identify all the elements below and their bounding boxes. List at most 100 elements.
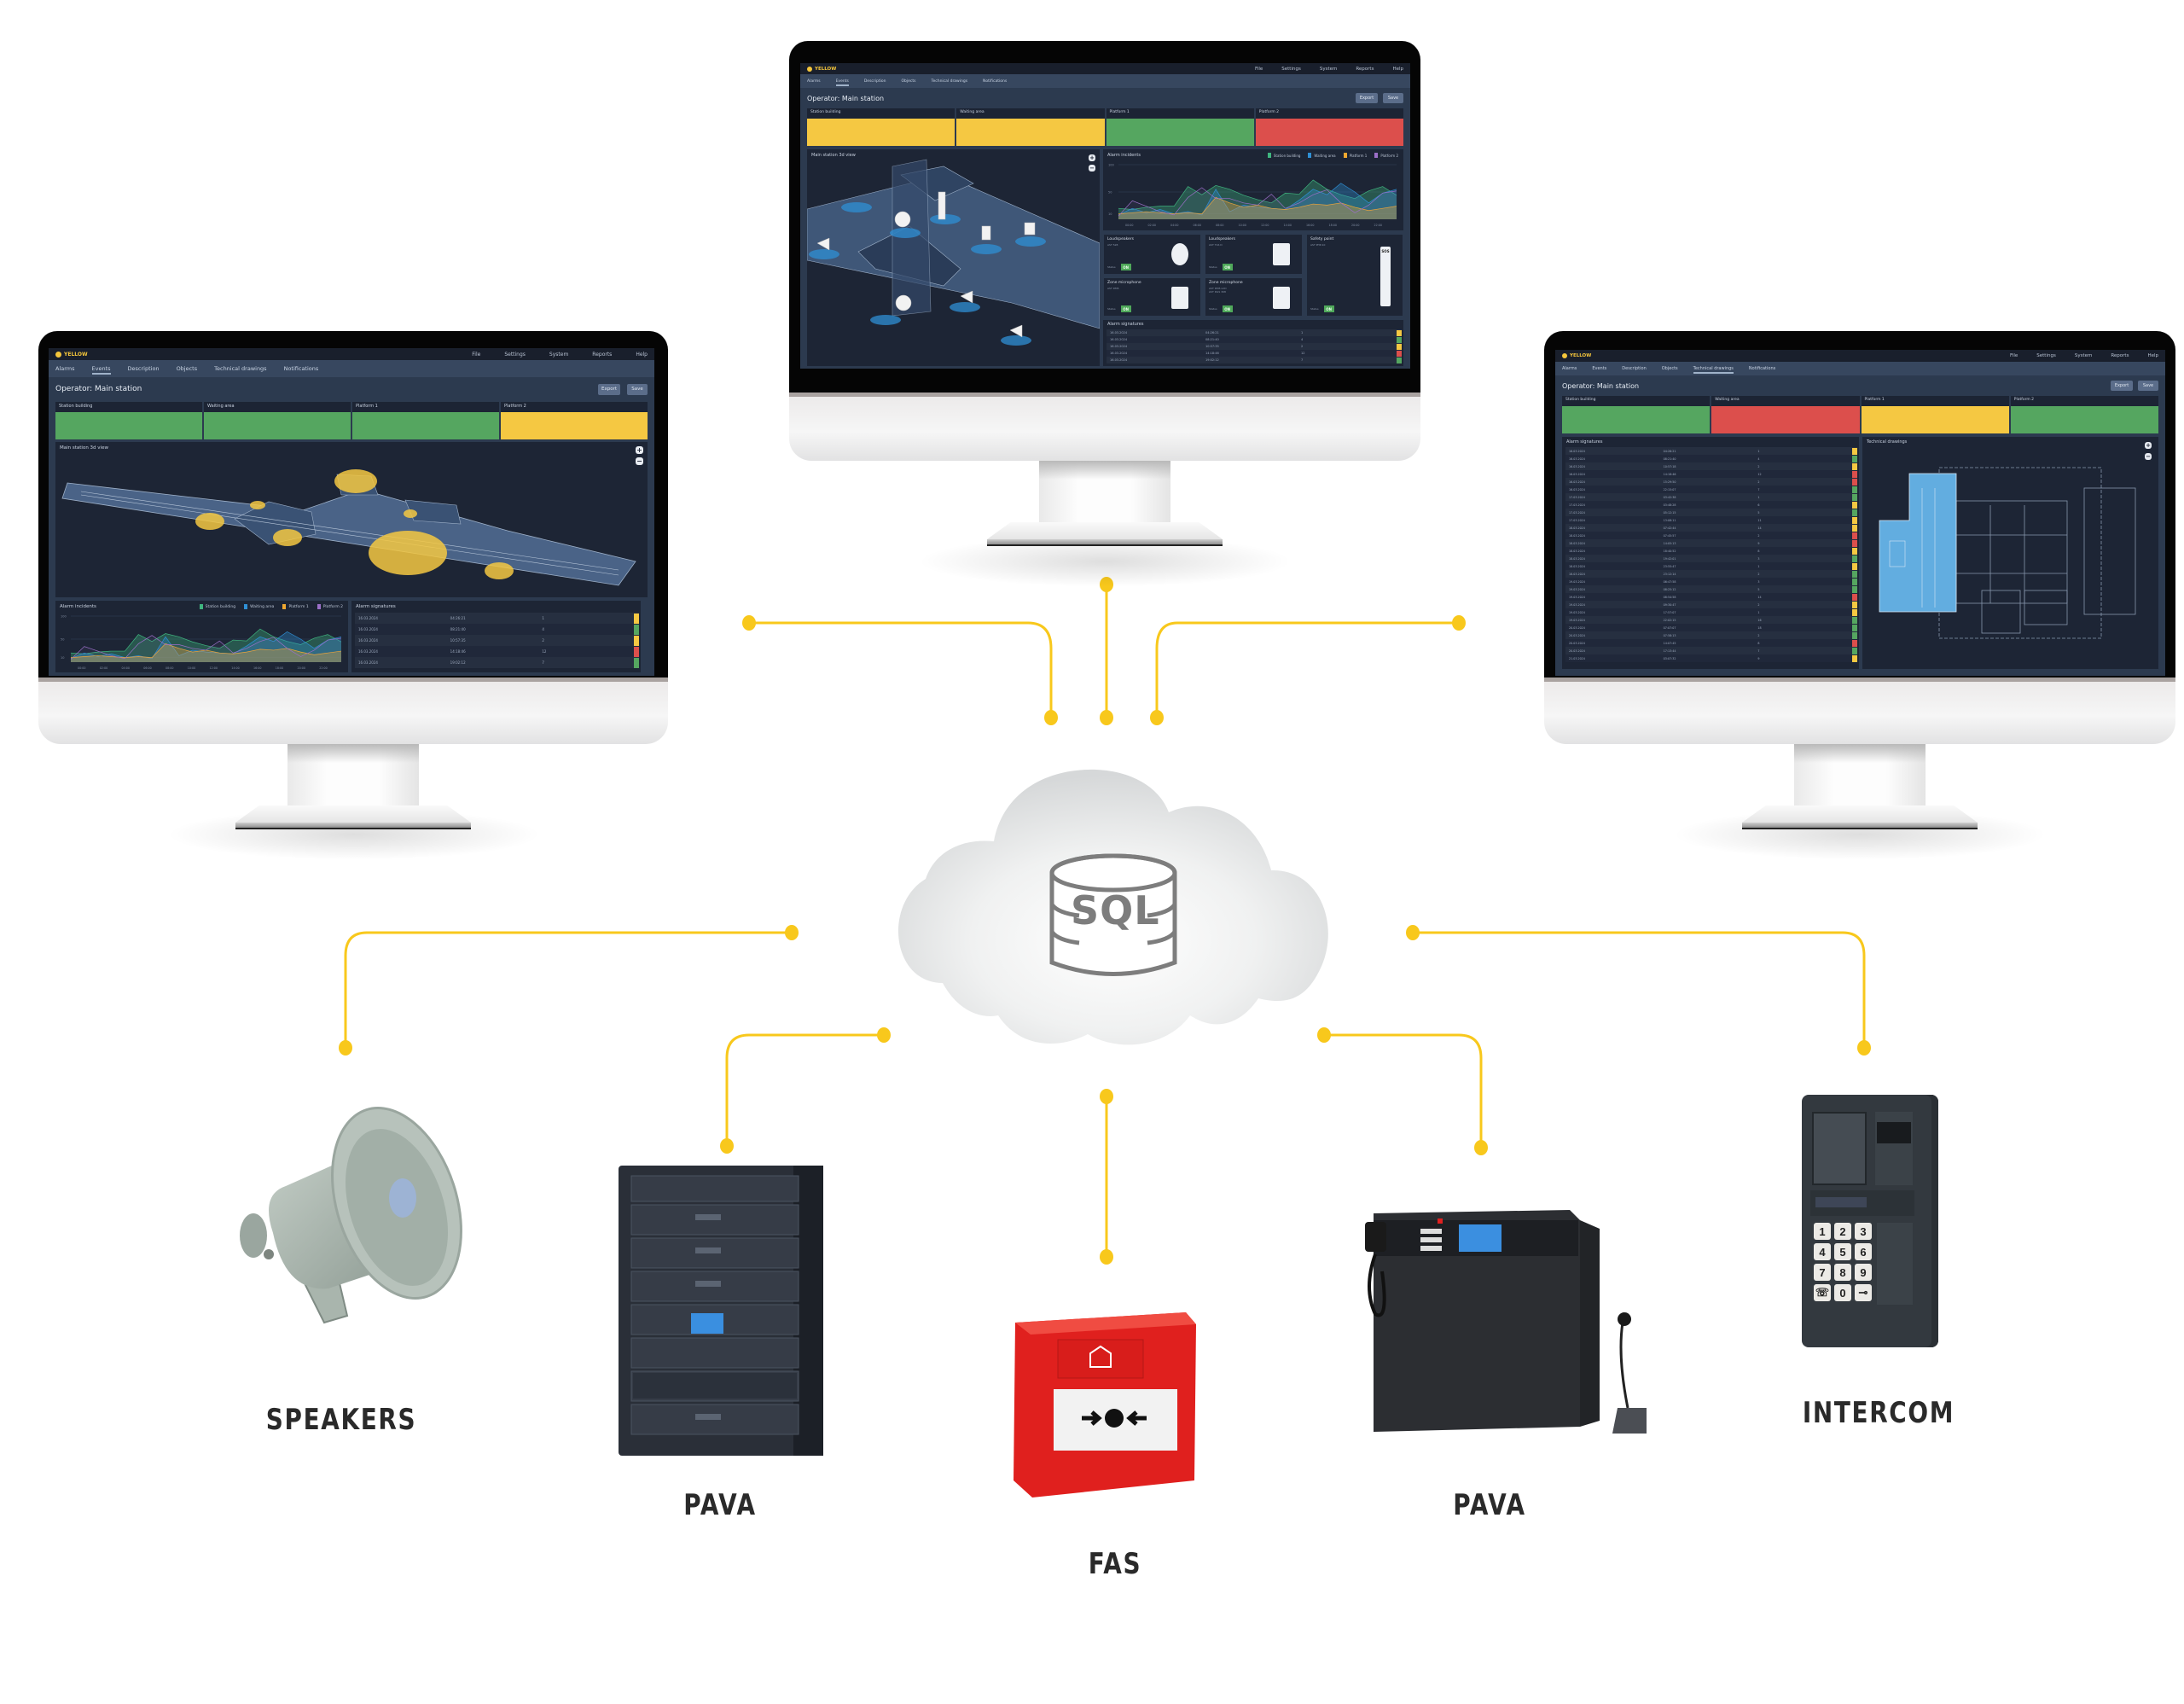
keypad-key[interactable]: 4 — [1814, 1243, 1831, 1260]
zone-card[interactable]: Waiting area — [956, 108, 1105, 146]
legend-item[interactable]: Station building — [1267, 153, 1300, 158]
tab-notifications[interactable]: Notifications — [1748, 366, 1776, 371]
legend-item[interactable]: Platform 1 — [282, 604, 309, 609]
tab-technical-drawings[interactable]: Technical drawings — [1693, 366, 1734, 374]
keypad-key[interactable]: 8 — [1834, 1264, 1851, 1281]
zoom-out-button[interactable]: − — [2145, 453, 2152, 460]
tab-events[interactable]: Events — [1592, 366, 1607, 371]
menu-reports[interactable]: Reports — [592, 351, 613, 358]
keypad-key[interactable]: ☏ — [1814, 1284, 1831, 1301]
menu-settings[interactable]: Settings — [2036, 353, 2056, 358]
tab-objects[interactable]: Objects — [176, 365, 198, 372]
keypad-key[interactable]: 9 — [1855, 1264, 1872, 1281]
keypad-key[interactable]: 2 — [1834, 1223, 1851, 1240]
menu-settings[interactable]: Settings — [1281, 66, 1301, 72]
save-button[interactable]: Save — [627, 383, 648, 395]
keypad-key[interactable]: 0 — [1834, 1284, 1851, 1301]
tab-events[interactable]: Events — [835, 79, 850, 86]
keypad-key[interactable]: 7 — [1814, 1264, 1831, 1281]
zone-card[interactable]: Platform 2 — [501, 402, 648, 439]
zoom-out-button[interactable]: − — [636, 457, 643, 465]
menu-reports[interactable]: Reports — [1356, 66, 1374, 72]
menu-file[interactable]: File — [1255, 66, 1263, 72]
tab-alarms[interactable]: Alarms — [1562, 366, 1577, 371]
tab-objects[interactable]: Objects — [1661, 366, 1678, 371]
legend-item[interactable]: Waiting area — [1308, 153, 1336, 158]
legend-item[interactable]: Platform 1 — [1343, 153, 1367, 158]
tab-description[interactable]: Description — [127, 365, 160, 372]
menu-system[interactable]: System — [1319, 66, 1338, 72]
export-button[interactable]: Export — [2111, 381, 2133, 391]
zone-card[interactable]: Waiting area — [204, 402, 351, 439]
zone-card[interactable]: Platform 2 — [2010, 396, 2158, 433]
tab-alarms[interactable]: Alarms — [55, 365, 75, 372]
tab-notifications[interactable]: Notifications — [983, 79, 1008, 84]
zone-card[interactable]: Platform 1 — [352, 402, 499, 439]
zone-card[interactable]: Station building — [1562, 396, 1711, 433]
legend-item[interactable]: Platform 2 — [317, 604, 343, 609]
export-button[interactable]: Export — [598, 383, 620, 395]
menu-settings[interactable]: Settings — [504, 351, 526, 358]
keypad-key[interactable]: 3 — [1855, 1223, 1872, 1240]
zoom-out-button[interactable]: − — [1089, 165, 1095, 172]
keypad-key[interactable]: 5 — [1834, 1243, 1851, 1260]
menu-file[interactable]: File — [472, 351, 481, 358]
legend-item[interactable]: Station building — [199, 604, 235, 609]
legend-item[interactable]: Platform 2 — [1374, 153, 1398, 158]
export-button[interactable]: Export — [1356, 93, 1378, 103]
zone-card[interactable]: Waiting area — [1711, 396, 1860, 433]
menu-reports[interactable]: Reports — [2111, 353, 2129, 358]
zoom-in-button[interactable]: + — [2145, 442, 2152, 449]
menu-file[interactable]: File — [2010, 353, 2018, 358]
tab-alarms[interactable]: Alarms — [807, 79, 821, 84]
tab-description[interactable]: Description — [863, 79, 886, 84]
tab-description[interactable]: Description — [1622, 366, 1647, 371]
tab-technical-drawings[interactable]: Technical drawings — [931, 79, 968, 84]
tab-technical-drawings[interactable]: Technical drawings — [214, 365, 267, 372]
save-button[interactable]: Save — [2138, 381, 2158, 391]
menu-help[interactable]: Help — [636, 351, 648, 358]
zoom-in-button[interactable]: + — [636, 446, 643, 454]
tab-objects[interactable]: Objects — [901, 79, 916, 84]
zone-card[interactable]: Platform 1 — [1106, 108, 1254, 146]
